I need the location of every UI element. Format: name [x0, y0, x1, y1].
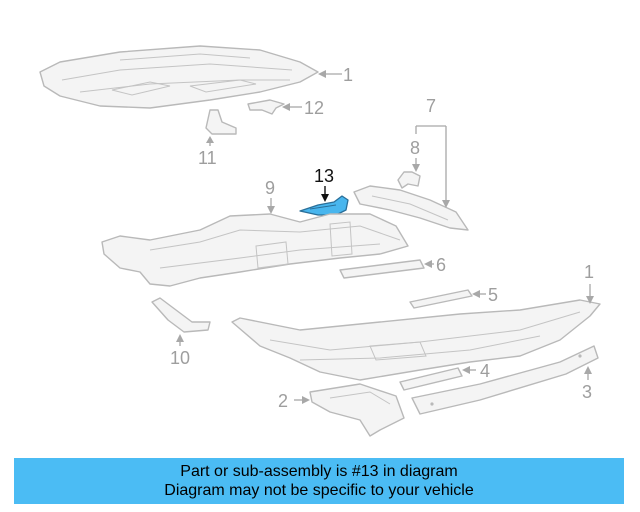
- part-3-rocker-panel: [411, 345, 599, 415]
- part-8-mount: [397, 171, 421, 189]
- part-1-top-floor-pan: [39, 45, 319, 109]
- parts-diagram: 1 12 11 7 8 13 9: [39, 45, 601, 437]
- callout-6: 6: [436, 255, 446, 275]
- callout-9: 9: [265, 178, 275, 198]
- part-1-bottom-floor-pan: [231, 299, 601, 381]
- callout-4: 4: [480, 361, 490, 381]
- callout-5: 5: [488, 285, 498, 305]
- part-9-rear-floor-pan: [101, 213, 409, 287]
- part-6-reinforcement: [339, 259, 425, 279]
- banner-line-1: Part or sub-assembly is #13 in diagram: [180, 463, 458, 480]
- callout-3: 3: [582, 382, 592, 402]
- callout-12: 12: [304, 98, 324, 118]
- part-11-support-bracket: [205, 109, 237, 135]
- callout-10: 10: [170, 348, 190, 368]
- callout-13: 13: [314, 166, 334, 186]
- callout-1-bottom: 1: [584, 262, 594, 282]
- callout-8: 8: [410, 138, 420, 158]
- callout-1-top: 1: [343, 65, 353, 85]
- part-5-sill-reinforcement: [409, 289, 473, 309]
- callout-11: 11: [198, 148, 217, 168]
- part-4-rocker-reinforcement: [399, 367, 463, 391]
- part-2-floor-bracket: [309, 383, 405, 437]
- banner-line-2: Diagram may not be specific to your vehi…: [164, 482, 474, 499]
- part-12-bracket: [247, 99, 285, 115]
- part-7-crossmember: [353, 185, 469, 231]
- callout-7: 7: [426, 96, 436, 116]
- info-banner: Part or sub-assembly is #13 in diagram D…: [14, 458, 624, 504]
- callout-2: 2: [278, 391, 288, 411]
- part-10-bracket: [151, 297, 211, 333]
